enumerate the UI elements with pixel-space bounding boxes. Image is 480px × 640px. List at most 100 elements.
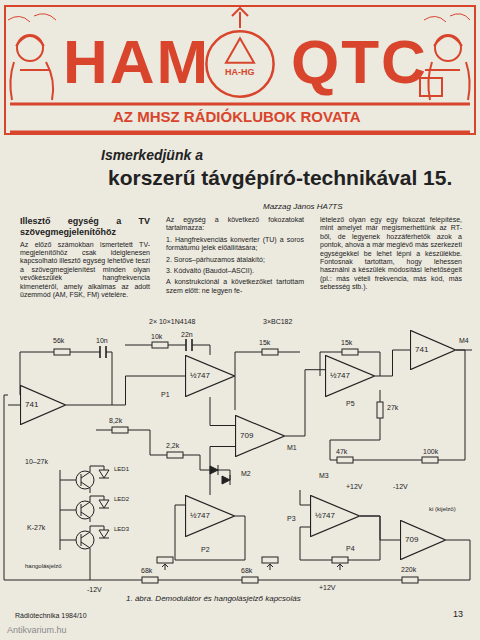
column-text: Az előző számokban ismertetett TV-megjel… [20, 241, 150, 300]
logo-outline [205, 30, 275, 98]
component-label: M3 [318, 472, 330, 480]
op-amp-type: 709 [405, 536, 418, 544]
diode-symbol [210, 465, 230, 485]
resistor-symbol [377, 402, 383, 418]
led-symbol [99, 478, 109, 538]
footer-text: 13 [452, 610, 464, 620]
resistor-symbol [422, 457, 438, 463]
op-amp-triangle [400, 520, 445, 559]
potentiometer-wiper [162, 564, 168, 570]
component-label: 27k [386, 404, 399, 412]
operator-figure [424, 14, 470, 22]
component-label: 8,2k [108, 417, 123, 425]
component-label: LED3 [113, 526, 130, 533]
column-text: Az egység a következő fokozatokat tartal… [166, 216, 304, 233]
op-amp-type: ½747 [190, 512, 210, 520]
resistor-symbol [262, 349, 278, 355]
component-label: -12V [392, 483, 409, 491]
resistor-symbol [152, 342, 168, 348]
component-label: LED2 [113, 496, 130, 503]
component-label: M1 [286, 444, 298, 452]
component-label: 220k [400, 566, 417, 574]
op-amp-type: 741 [415, 346, 428, 354]
logo-text: HA-HG [225, 68, 255, 77]
capacitor-symbol [100, 339, 192, 358]
component-label: 22n [180, 331, 194, 339]
text-column: Az egység a következő fokozatokat tartal… [166, 216, 304, 298]
component-label: 68k [140, 567, 153, 575]
resistor-symbol [242, 577, 258, 583]
component-label: LED1 [113, 466, 130, 473]
column-text: 3. Kódváltó (Baudot–ASCII). [166, 267, 304, 275]
transistor-symbol [76, 471, 94, 489]
wire [60, 470, 76, 550]
signal-wire [285, 370, 325, 436]
operator-figure [8, 14, 56, 100]
component-label: hangolásjelző [24, 563, 63, 570]
wire [96, 430, 200, 470]
resistor-symbol [54, 342, 438, 583]
component-label: M4 [458, 337, 470, 345]
component-label: 10n [95, 337, 109, 345]
component-label: K-27k [26, 524, 46, 532]
op-amp-triangle [410, 330, 455, 369]
op-amp-symbol: ½747 [310, 495, 360, 537]
component-label: 2,2k [165, 442, 180, 450]
resistor-symbol [142, 577, 158, 583]
diode-symbol [210, 466, 230, 484]
capacitor-symbol [100, 339, 192, 358]
op-amp-symbol: 709 [235, 415, 285, 457]
wire [235, 352, 300, 410]
op-amp-type: ½747 [330, 372, 350, 380]
component-label: P1 [160, 391, 171, 399]
antenna-mast [232, 8, 248, 28]
text-column: Illesztő egység a TV szövegmegjelenítőhö… [20, 216, 150, 302]
heading-text: AZ MHSZ RÁDIÓKLUBOK ROVATA [112, 109, 361, 126]
op-amp-type: ½747 [190, 372, 210, 380]
wire [446, 540, 470, 580]
potentiometer-wiper [337, 564, 343, 570]
potentiometer-wiper [267, 564, 273, 570]
led-symbol [99, 470, 109, 538]
figure-caption: 1. ábra. Demodulátor és hangolásjelző ka… [125, 595, 302, 604]
op-amp-triangle [311, 495, 360, 536]
heading-text: HAM [62, 28, 211, 96]
component-label: P3 [286, 515, 297, 523]
component-label: 10–27k [24, 458, 49, 466]
component-label: M2 [240, 470, 252, 478]
column-text: A konstrukciónál a következőket tartotta… [166, 278, 304, 295]
club-logo: HA-HG [205, 30, 275, 98]
resistor-symbol [262, 557, 278, 563]
transistor-symbol [81, 472, 90, 548]
operator-figure [8, 14, 56, 22]
footer-text: Rádiótechnika 1984/10 [14, 612, 88, 620]
op-amp-symbol: 741 [20, 385, 66, 425]
transistor-symbol [76, 531, 94, 549]
component-label: 47k [335, 448, 348, 456]
text-column: lételező olyan egy egy fokozat felépítés… [320, 216, 462, 295]
banner-frame [5, 6, 475, 134]
op-amp-type: ½747 [315, 512, 335, 520]
footer-text: Antikvarium.hu [6, 626, 68, 636]
op-amp-triangle [186, 495, 235, 536]
resistor-symbol [332, 557, 348, 563]
column-text: lételező olyan egy egy fokozat felépítés… [320, 216, 462, 292]
column-text: 2. Soros–párhuzamos átalakító; [166, 256, 304, 264]
op-amp-symbol: ½747 [185, 495, 235, 537]
transistor-symbol [76, 471, 94, 549]
component-label: -12V [86, 586, 103, 594]
component-label: 3×BC182 [262, 318, 293, 326]
column-text: 1. Hangfrekvenciás konverter (TU) a soro… [166, 236, 304, 253]
wire [4, 345, 472, 580]
diode-symbol [218, 465, 230, 485]
op-amp-type: 709 [240, 432, 253, 440]
op-amp-triangle [186, 355, 235, 396]
antenna-mast [232, 8, 248, 28]
operator-figure [425, 36, 470, 100]
wire [456, 350, 472, 351]
wire [300, 490, 380, 560]
component-label: 15k [340, 339, 353, 347]
component-label: +12V [345, 483, 364, 491]
op-amp-symbol: ½747 [325, 355, 375, 397]
